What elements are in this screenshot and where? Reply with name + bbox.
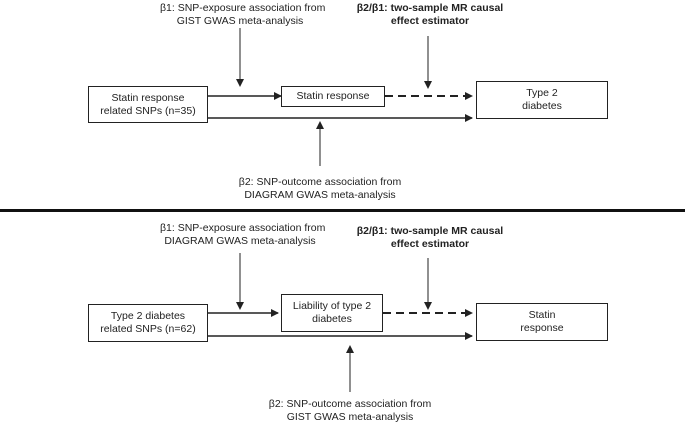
bottom-exposure-label-line2: DIAGRAM GWAS meta-analysis — [164, 235, 316, 247]
bottom-snp-box-line2: related SNPs (n=62) — [100, 323, 196, 335]
bottom-mr-label-line1: β2/β1: two-sample MR causal — [356, 225, 504, 237]
bottom-mr-label-line2: effect estimator — [390, 238, 470, 250]
bottom-outcome-box-line2: response — [520, 322, 564, 334]
top-mr-estimator-label: β2/β1: two-sample MR causal effect estim… — [355, 2, 505, 28]
top-mr-label-line2: effect estimator — [390, 15, 470, 27]
top-exposure-association-label: β1: SNP-exposure association from GIST G… — [160, 2, 326, 28]
bottom-exposure-box-line1: Liability of type 2 — [292, 300, 372, 312]
bottom-snp-box-line1: Type 2 diabetes — [110, 310, 186, 322]
top-snp-box-line1: Statin response — [111, 91, 185, 104]
top-outcome-box: Type 2 diabetes — [476, 81, 608, 119]
bottom-outcome-box: Statin response — [476, 303, 608, 341]
top-outcome-box-line1: Type 2 — [526, 87, 558, 99]
top-outcome-association-label: β2: SNP-outcome association from DIAGRAM… — [235, 176, 405, 202]
bottom-outcome-box-line1: Statin — [528, 309, 556, 321]
top-exposure-box: Statin response — [281, 86, 385, 107]
bottom-snp-box: Type 2 diabetes related SNPs (n=62) — [88, 304, 208, 342]
top-exposure-label-line1: β1: SNP-exposure association from — [160, 2, 326, 14]
top-exposure-label-line2: GIST GWAS meta-analysis — [176, 15, 304, 27]
bottom-outcome-association-label: β2: SNP-outcome association from GIST GW… — [265, 398, 435, 424]
bottom-outcome-label-line2: GIST GWAS meta-analysis — [286, 411, 414, 423]
top-mr-label-line1: β2/β1: two-sample MR causal — [356, 2, 504, 14]
top-outcome-box-line2: diabetes — [522, 100, 562, 112]
top-outcome-label-line2: DIAGRAM GWAS meta-analysis — [244, 189, 396, 201]
bottom-exposure-box-line2: diabetes — [312, 313, 352, 325]
bottom-mr-estimator-label: β2/β1: two-sample MR causal effect estim… — [355, 225, 505, 251]
top-outcome-label-line1: β2: SNP-outcome association from — [238, 176, 402, 188]
bottom-outcome-label-line1: β2: SNP-outcome association from — [268, 398, 432, 410]
bottom-exposure-box: Liability of type 2 diabetes — [281, 294, 383, 332]
panel-divider — [0, 209, 685, 212]
bottom-exposure-association-label: β1: SNP-exposure association from DIAGRA… — [160, 222, 326, 248]
bottom-exposure-label-line1: β1: SNP-exposure association from — [160, 222, 326, 234]
top-exposure-box-label: Statin response — [296, 90, 370, 102]
top-snp-box: Statin response related SNPs (n=35) — [88, 86, 208, 123]
top-snp-box-line2: related SNPs (n=35) — [100, 104, 196, 117]
